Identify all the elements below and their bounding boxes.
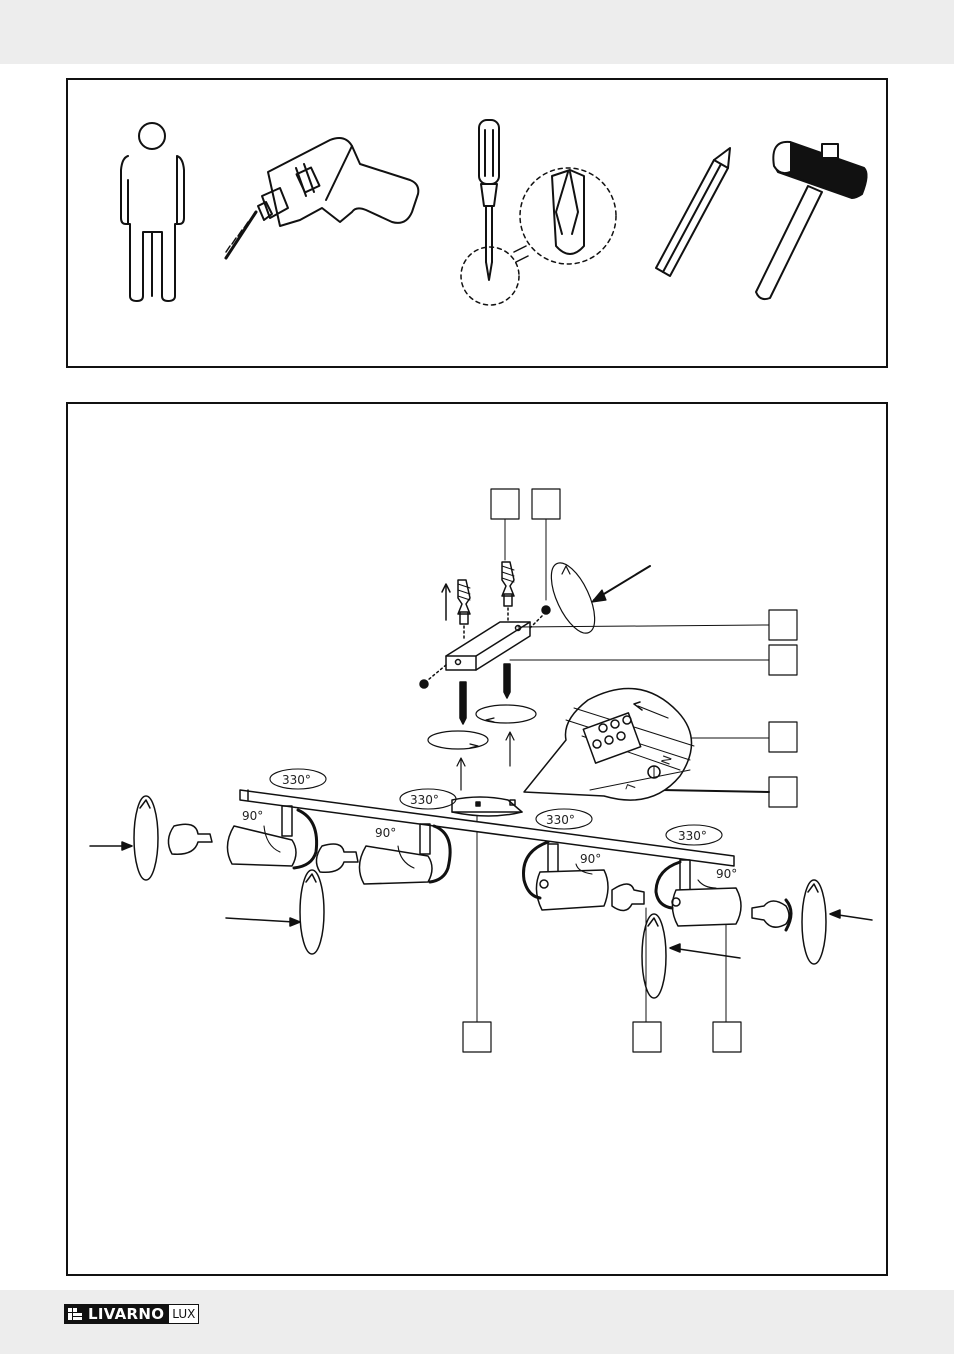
brand-wordmark: LIVARNO — [64, 1304, 169, 1324]
brand-mark-icon — [68, 1308, 82, 1320]
brand-suffix: LUX — [168, 1304, 200, 1324]
assembly-panel — [66, 402, 888, 1276]
brand-logo: LIVARNO LUX — [64, 1304, 200, 1324]
brand-name: LIVARNO — [88, 1305, 165, 1323]
top-band — [0, 0, 954, 64]
tools-panel — [66, 78, 888, 368]
